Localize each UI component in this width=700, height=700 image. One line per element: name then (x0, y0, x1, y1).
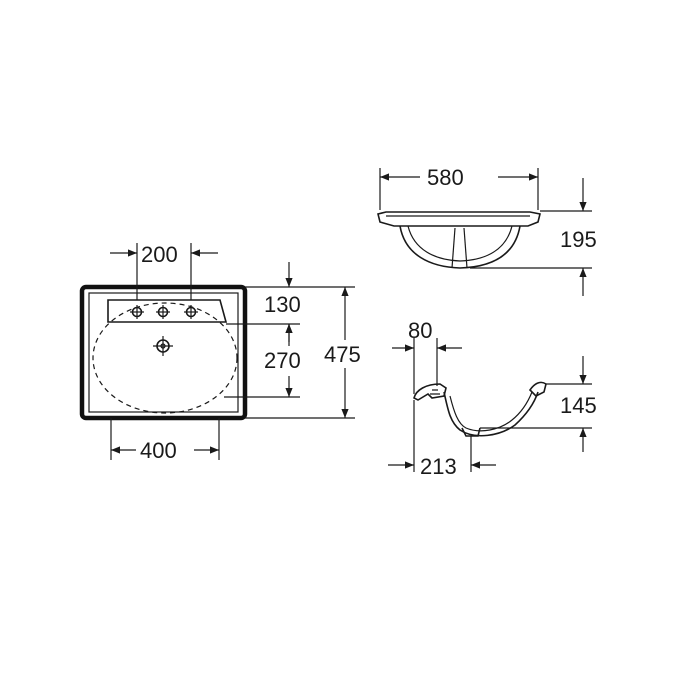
dim-label-80: 80 (408, 318, 432, 343)
side-section-view: 80 213 145 (388, 318, 597, 479)
basin-inner-rim (88, 292, 239, 413)
drain-section (461, 427, 481, 437)
basin-bowl-front (399, 225, 521, 269)
drain-hole (153, 336, 173, 356)
basin-bowl-section (443, 391, 539, 437)
dim-label-195: 195 (560, 227, 597, 252)
basin-outer-rim (79, 284, 248, 421)
dim-label-200: 200 (141, 242, 178, 267)
dim-label-145: 145 (560, 393, 597, 418)
front-elevation-view: 580 195 (377, 165, 597, 296)
dim-label-580: 580 (427, 165, 464, 190)
tap-deck (107, 299, 228, 323)
dim-label-475: 475 (324, 342, 361, 367)
dim-label-270: 270 (264, 348, 301, 373)
tap-hole-center (156, 305, 170, 319)
bowl-outline-dashed (92, 302, 238, 414)
dim-label-213: 213 (420, 454, 457, 479)
basin-rim-right-section (528, 381, 547, 397)
basin-rim-front (377, 211, 541, 227)
basin-rim-left-section (413, 383, 447, 401)
dim-label-130: 130 (264, 292, 301, 317)
plan-view: 200 400 130 270 475 (79, 242, 361, 463)
dim-label-400: 400 (140, 438, 177, 463)
